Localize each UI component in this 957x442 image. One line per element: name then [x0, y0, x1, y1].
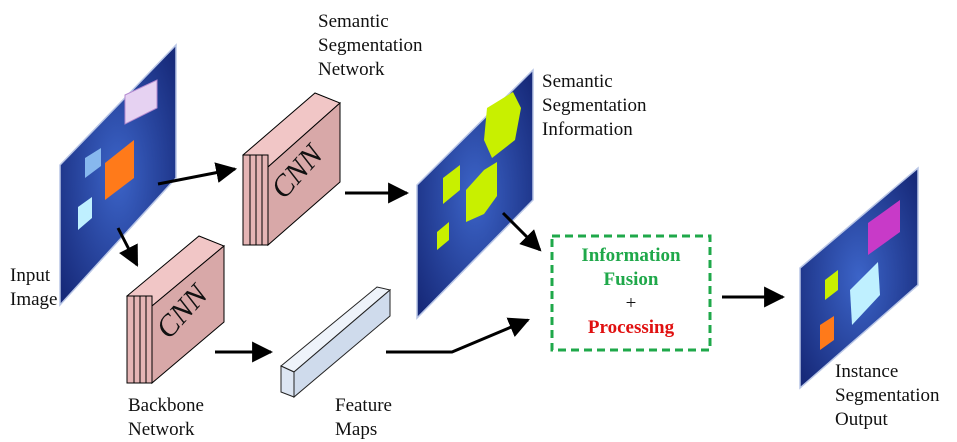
- fusion-box-text: Information Fusion + Processing: [552, 236, 710, 350]
- input-region-lilac: [124, 79, 158, 125]
- input-region-cyan: [78, 197, 92, 230]
- input-image: [59, 43, 177, 307]
- fusion-line-information: Information: [581, 245, 681, 266]
- instance-region-green: [825, 270, 838, 300]
- arrow-input-to-semantic-cnn: [157, 162, 238, 186]
- input-image-label: Input Image: [10, 265, 58, 310]
- semantic-region: [466, 162, 497, 222]
- arrow-semantic-to-fusion: [501, 211, 542, 252]
- backbone-cnn-block: CNN: [126, 235, 225, 385]
- fusion-dashed-box: [550, 234, 712, 352]
- semantic-cnn-block: CNN: [242, 92, 341, 247]
- semantic-info-label: Semantic Segmentation Information: [542, 71, 647, 140]
- feature-maps-block: [280, 286, 392, 399]
- instance-region-orange: [820, 316, 834, 350]
- semantic-network-label: Semantic Segmentation Network: [318, 11, 423, 80]
- instance-region-cyan: [850, 262, 880, 325]
- instance-region-magenta: [868, 200, 900, 255]
- instance-segmentation-image: [799, 166, 919, 390]
- semantic-region: [437, 222, 449, 250]
- arrow-input-to-backbone: [116, 227, 139, 267]
- fusion-line-processing: Processing: [587, 317, 675, 338]
- semantic-region: [443, 165, 460, 204]
- input-region-orange: [105, 140, 134, 200]
- semantic-region: [484, 92, 521, 158]
- feature-maps-label: Feature Maps: [335, 395, 392, 440]
- input-region-blue: [85, 148, 101, 178]
- flow-arrows: [116, 162, 786, 363]
- fusion-plus: +: [625, 293, 637, 314]
- fusion-line-fusion: Fusion: [603, 269, 659, 290]
- instance-output-label: Instance Segmentation Output: [835, 361, 940, 430]
- arrow-features-to-fusion: [386, 317, 530, 354]
- semantic-segmentation-image: [416, 68, 534, 320]
- backbone-network-label: Backbone Network: [128, 395, 204, 440]
